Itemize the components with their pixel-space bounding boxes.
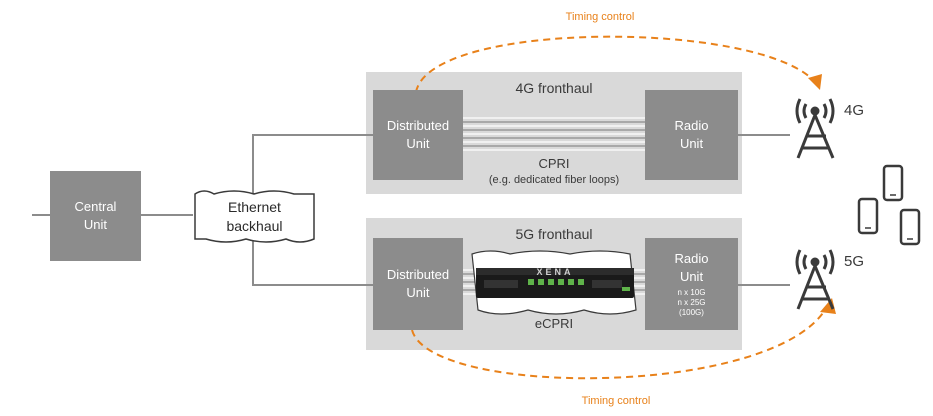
ethernet-backhaul-shape [194,190,315,243]
network-switch-icon: XENA [476,267,634,298]
radio-unit-5g-speeds: n x 10G n x 25G (100G) [677,288,706,317]
central-unit-box: Central Unit [50,171,141,261]
tower-4g-label: 4G [844,102,865,119]
ethernet-backhaul-label: Ethernet backhaul [226,199,283,234]
region-4g-title: 4G fronthaul [515,80,593,96]
radio-unit-5g-box: Radio Unit n x 10G n x 25G (100G) [645,238,738,330]
timing-control-top-label: Timing control [565,11,635,23]
smartphone-icon [899,208,921,246]
central-unit-label: Central Unit [74,199,117,232]
cpri-label: CPRI [538,156,570,171]
cell-tower-icon [795,98,835,159]
ecpri-label: eCPRI [534,316,574,331]
distributed-unit-5g-label: Distributed Unit [386,267,450,300]
timing-arc-bottom [411,304,829,380]
cpri-note: (e.g. dedicated fiber loops) [488,174,620,186]
smartphone-icon [882,164,904,202]
region-5g-title: 5G fronthaul [515,226,593,242]
line-backhaul-du4g [252,134,373,194]
distributed-unit-4g-label: Distributed Unit [386,118,450,151]
smartphone-icon [857,197,879,235]
line-backhaul-du5g [252,239,373,286]
radio-unit-4g-label: Radio Unit [674,118,709,151]
cell-tower-icon [795,249,835,310]
tower-5g-label: 5G [844,253,865,270]
distributed-unit-5g-box: Distributed Unit [373,238,463,330]
timing-arrowhead-bottom [820,298,836,314]
cpri-fibers [463,117,645,151]
radio-unit-4g-box: Radio Unit [645,90,738,180]
timing-arrowhead-top [808,74,822,90]
radio-unit-5g-label: Radio Unit [674,251,709,284]
device-brand-label: XENA [536,267,573,277]
timing-control-bottom-label: Timing control [581,395,651,407]
distributed-unit-4g-box: Distributed Unit [373,90,463,180]
